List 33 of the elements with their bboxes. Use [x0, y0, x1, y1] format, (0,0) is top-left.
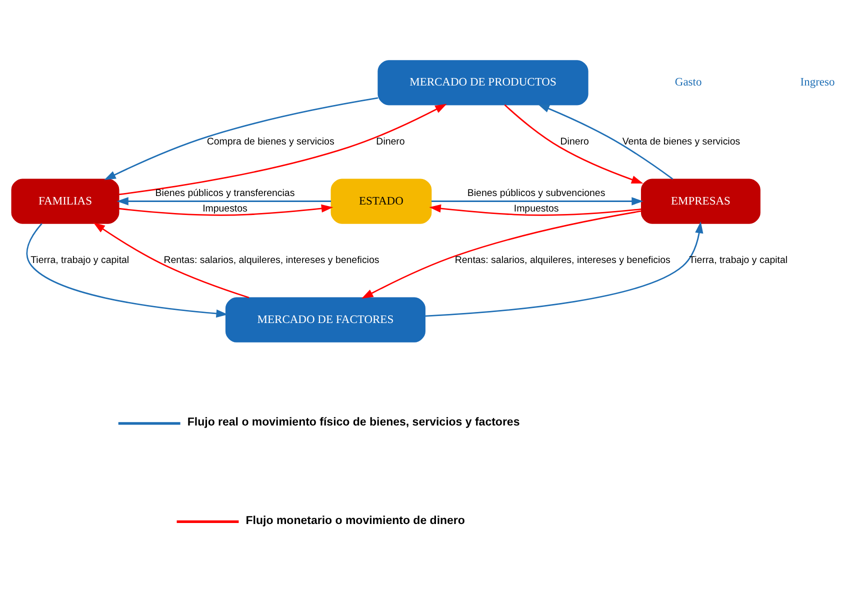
arrow — [118, 204, 334, 216]
node-box: ESTADO — [330, 178, 432, 224]
arrow — [429, 204, 642, 216]
arrow — [116, 197, 331, 206]
label: Ingreso — [800, 76, 835, 89]
edge-label: Tierra, trabajo y capital — [30, 255, 130, 266]
edge-label: Dinero — [376, 136, 405, 148]
edge-label: Bienes públicos y subvenciones — [467, 188, 606, 199]
edge-label: Venta de bienes y servicios — [622, 136, 740, 148]
legend-label: Flujo monetario o movimiento de dinero — [246, 514, 465, 527]
edge-label: Tierra, trabajo y capital — [689, 255, 788, 266]
arrow — [93, 222, 250, 298]
legend-label: Flujo real o movimiento físico de bienes, servicios y factores — [187, 416, 520, 429]
edge-label: Rentas: salarios, alquileres, intereses y beneficios — [164, 255, 380, 266]
arrow — [104, 97, 378, 180]
arrow — [504, 104, 644, 184]
label: Gasto — [674, 76, 702, 89]
arrow — [431, 197, 644, 206]
edge-label: Impuestos — [202, 204, 248, 215]
arrow — [26, 223, 228, 318]
arrow — [362, 210, 642, 299]
node-box: FAMILIAS — [11, 178, 120, 224]
arrow — [425, 221, 704, 317]
arrow — [118, 104, 447, 196]
edge-label: Impuestos — [514, 204, 559, 215]
node-box: EMPRESAS — [640, 178, 760, 224]
arrow — [538, 104, 674, 180]
edge-label: Rentas: salarios, alquileres, intereses y beneficios — [454, 255, 670, 266]
edge-label: Compra de bienes y servicios — [206, 136, 334, 148]
edge-label: Dinero — [560, 136, 589, 148]
node-box: MERCADO DE FACTORES — [225, 297, 426, 342]
node-box: MERCADO DE PRODUCTOS — [378, 60, 588, 106]
edge-label: Bienes públicos y transferencias — [155, 188, 295, 199]
